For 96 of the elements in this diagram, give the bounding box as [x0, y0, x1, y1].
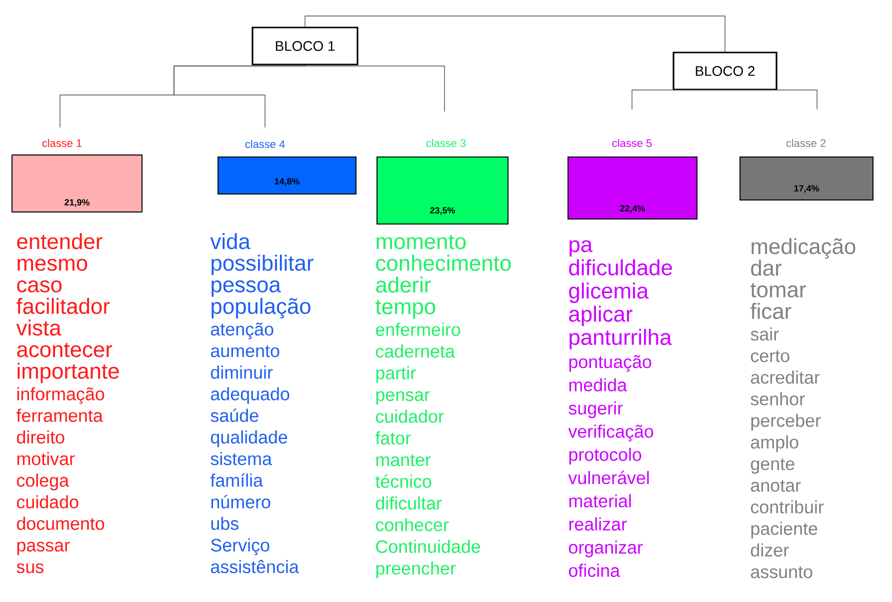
word-label: conhecer	[376, 518, 449, 532]
word-label: ficar	[750, 302, 792, 320]
word-label: documento	[16, 516, 104, 530]
word-label: motivar	[17, 452, 75, 466]
word-label: verificação	[568, 424, 654, 442]
word-label: assistência	[210, 560, 299, 574]
word-label: colega	[16, 474, 70, 490]
word-label: acontecer	[17, 342, 112, 358]
word-label: aderir	[376, 276, 431, 293]
connector-line	[304, 64, 445, 112]
word-label: Serviço	[211, 538, 270, 556]
word-label: amplo	[750, 435, 798, 452]
word-label: diminuir	[210, 366, 273, 379]
word-label: dar	[751, 260, 782, 276]
word-label: sugerir	[568, 401, 623, 418]
word-label: organizar	[568, 540, 643, 558]
word-label: caderneta	[376, 344, 455, 358]
word-label: fator	[375, 431, 411, 444]
connector-line	[724, 90, 818, 110]
word-label: dificultar	[376, 496, 442, 510]
word-label: família	[210, 473, 264, 487]
word-label: glicemia	[569, 282, 649, 303]
word-label: certo	[750, 350, 790, 362]
word-label: sus	[16, 563, 44, 574]
word-label: atenção	[210, 322, 274, 340]
class-label: classe 1	[42, 138, 82, 148]
word-label: pessoa	[212, 280, 281, 297]
word-label: ubs	[211, 516, 238, 530]
word-label: importante	[18, 362, 119, 384]
word-label: população	[212, 298, 310, 318]
word-label: protocolo	[569, 448, 642, 464]
word-label: anotar	[750, 480, 801, 492]
word-label: perceber	[751, 414, 821, 431]
word-label: realizar	[569, 517, 627, 531]
word-label: oficina	[568, 564, 620, 577]
word-label: paciente	[751, 522, 818, 538]
word-label: cuidador	[376, 410, 444, 423]
class-box: 17,4%	[740, 156, 874, 200]
word-label: dificuldade	[569, 259, 672, 276]
word-label: direito	[16, 430, 64, 444]
connector-line	[632, 90, 726, 110]
word-label: partir	[376, 366, 416, 383]
word-label: Continuidade	[376, 540, 480, 553]
word-label: sair	[750, 327, 779, 341]
word-label: tempo	[376, 300, 436, 319]
word-label: medicação	[752, 238, 856, 259]
connector-line	[304, 16, 726, 52]
word-label: assunto	[750, 566, 812, 578]
word-label: gente	[750, 458, 794, 474]
word-label: contribuir	[750, 500, 824, 514]
word-label: ferramenta	[16, 408, 103, 422]
word-label: tomar	[750, 283, 806, 298]
class-box: 23,5%	[376, 156, 508, 224]
word-label: enfermeiro	[376, 322, 460, 336]
word-label: material	[569, 494, 631, 508]
word-label: mesmo	[18, 258, 88, 271]
word-label: pensar	[376, 391, 430, 405]
class-label: classe 2	[786, 138, 826, 148]
word-label: preencher	[376, 562, 456, 578]
word-label: dizer	[750, 543, 789, 557]
word-label: pontuação	[569, 355, 652, 372]
word-label: facilitador	[16, 298, 110, 314]
word-label: possibilitar	[212, 254, 314, 276]
word-label: vulnerável	[568, 470, 649, 484]
class-box: 22,4%	[568, 156, 698, 220]
class-label: classe 5	[612, 138, 652, 148]
word-label: manter	[376, 454, 431, 466]
class-label: classe 3	[426, 138, 466, 148]
word-label: conhecimento	[376, 254, 511, 271]
class-label: classe 4	[245, 140, 285, 148]
word-label: qualidade	[210, 430, 288, 448]
word-label: informação	[17, 387, 104, 404]
word-label: saúde	[210, 408, 258, 422]
block-box: BLOCO 1	[252, 26, 358, 66]
block-box: BLOCO 2	[672, 52, 778, 90]
word-label: momento	[376, 234, 466, 250]
word-label: vida	[210, 233, 250, 250]
word-label: senhor	[750, 392, 805, 406]
word-label: aumento	[210, 345, 280, 358]
word-label: aplicar	[569, 306, 632, 326]
connector-line	[174, 64, 306, 128]
word-label: adequado	[210, 387, 290, 404]
word-label: pa	[570, 240, 593, 257]
word-label: passar	[17, 542, 70, 556]
word-label: sistema	[210, 452, 272, 466]
word-label: cuidado	[16, 495, 78, 508]
word-label: vista	[16, 320, 62, 336]
class-box: 14,8%	[218, 156, 356, 194]
word-label: técnico	[375, 474, 432, 488]
word-label: medida	[569, 378, 627, 392]
word-label: panturrilha	[570, 328, 672, 350]
class-box: 21,9%	[12, 154, 142, 212]
word-label: caso	[17, 280, 62, 292]
word-label: acreditar	[750, 370, 820, 384]
word-label: entender	[17, 233, 102, 250]
word-label: número	[211, 495, 270, 508]
